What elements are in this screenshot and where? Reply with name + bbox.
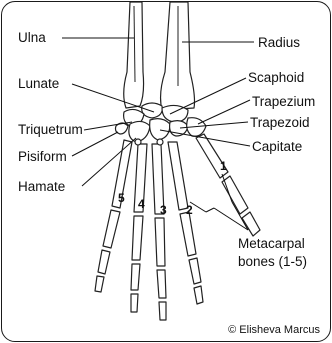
radius-bone	[161, 2, 195, 110]
pisiform-label: Pisiform	[18, 149, 67, 164]
metacarpal-number-3: 3	[160, 203, 167, 217]
radius-label: Radius	[258, 35, 300, 50]
hand-skeleton-diagram: Ulna Radius Lunate Scaphoid Trapezium Tr…	[2, 2, 330, 341]
metacarpal-number-4: 4	[138, 197, 145, 211]
scaphoid-label: Scaphoid	[248, 70, 304, 85]
metacarpal-number-5: 5	[118, 191, 125, 205]
hamate-label: Hamate	[18, 179, 65, 194]
trapezoid-label: Trapezoid	[250, 115, 310, 130]
capitate-label: Capitate	[252, 139, 302, 154]
ulna-label: Ulna	[18, 30, 46, 45]
metacarpal-number-2: 2	[186, 203, 193, 217]
metacarpal-label-line2: bones (1-5)	[238, 254, 307, 269]
lunate-label: Lunate	[18, 76, 59, 91]
metacarpal-label-line1: Metacarpal	[238, 236, 305, 251]
ulna-bone	[124, 2, 144, 108]
hand-bones	[95, 134, 260, 320]
credit-text: © Elisheva Marcus	[228, 324, 320, 336]
triquetrum-label: Triquetrum	[18, 122, 83, 137]
metacarpal-number-1: 1	[220, 159, 227, 173]
trapezium-label: Trapezium	[252, 94, 315, 109]
